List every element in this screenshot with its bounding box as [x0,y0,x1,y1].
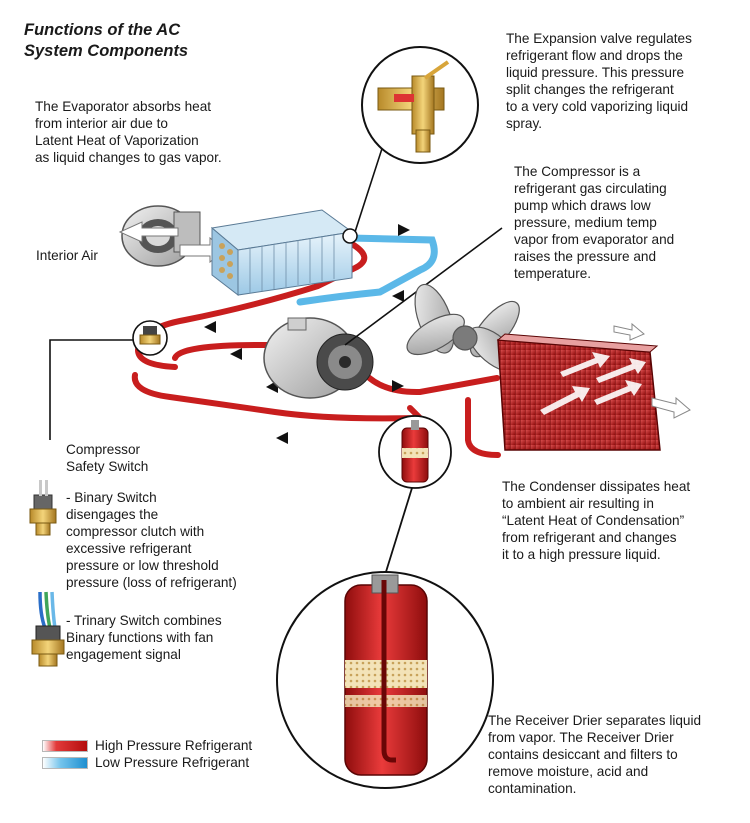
condenser [496,322,691,451]
high-pressure-swatch [42,739,88,752]
low-pressure-line [296,234,438,306]
receiver-drier [276,415,494,789]
expansion-valve-label: The Expansion valve regulates refrigeran… [506,31,692,131]
receiver-drier-label: The Receiver Drier separates liquid from… [488,713,702,796]
evaporator-label: The Evaporator absorbs heat from interio… [35,99,222,165]
legend-low-pressure: Low Pressure Refrigerant [42,755,249,770]
expansion-valve-callout [342,46,479,244]
legend-label-high: High Pressure Refrigerant [95,738,253,753]
diagram-title: Functions of the AC System Components [24,21,189,60]
high-pressure-line-evap [134,241,368,370]
compressor [263,227,503,399]
interior-air-label: Interior Air [36,248,98,263]
safety-switch [49,320,168,440]
low-pressure-swatch [42,756,88,769]
safety-switch-label: Compressor Safety Switch [66,442,149,474]
binary-switch-label: - Binary Switch disengages the compresso… [66,490,237,590]
condenser-label: The Condenser dissipates heat to ambient… [502,479,691,562]
legend-high-pressure: High Pressure Refrigerant [42,738,252,753]
trinary-switch-label: - Trinary Switch combines Binary functio… [66,613,222,662]
evaporator [210,209,354,297]
liquid-line [131,372,428,422]
binary-switch-icon [29,480,57,536]
condenser-outlet-line [465,397,501,458]
legend-label-low: Low Pressure Refrigerant [95,755,250,770]
blower-fan [118,205,225,267]
trinary-switch-icon [31,591,65,667]
compressor-label: The Compressor is a refrigerant gas circ… [514,164,675,281]
flow-arrows [204,224,410,444]
